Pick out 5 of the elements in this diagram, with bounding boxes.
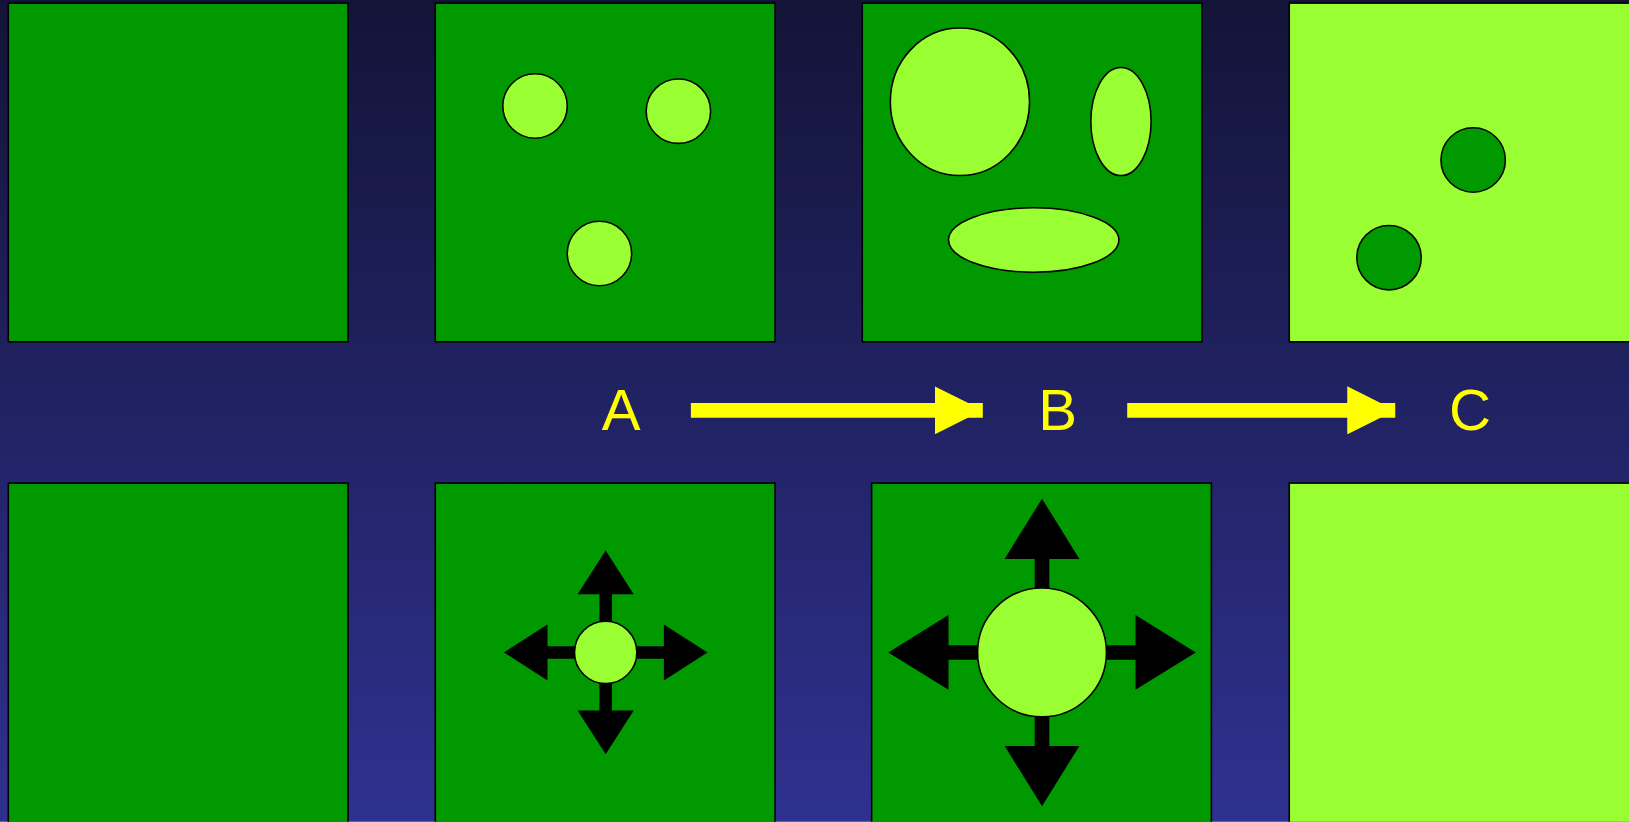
stage-label: B <box>1028 381 1087 440</box>
arrow <box>1127 386 1396 435</box>
stage-label: A <box>592 381 651 440</box>
stage-label: C <box>1440 381 1500 440</box>
arrow <box>690 386 983 435</box>
